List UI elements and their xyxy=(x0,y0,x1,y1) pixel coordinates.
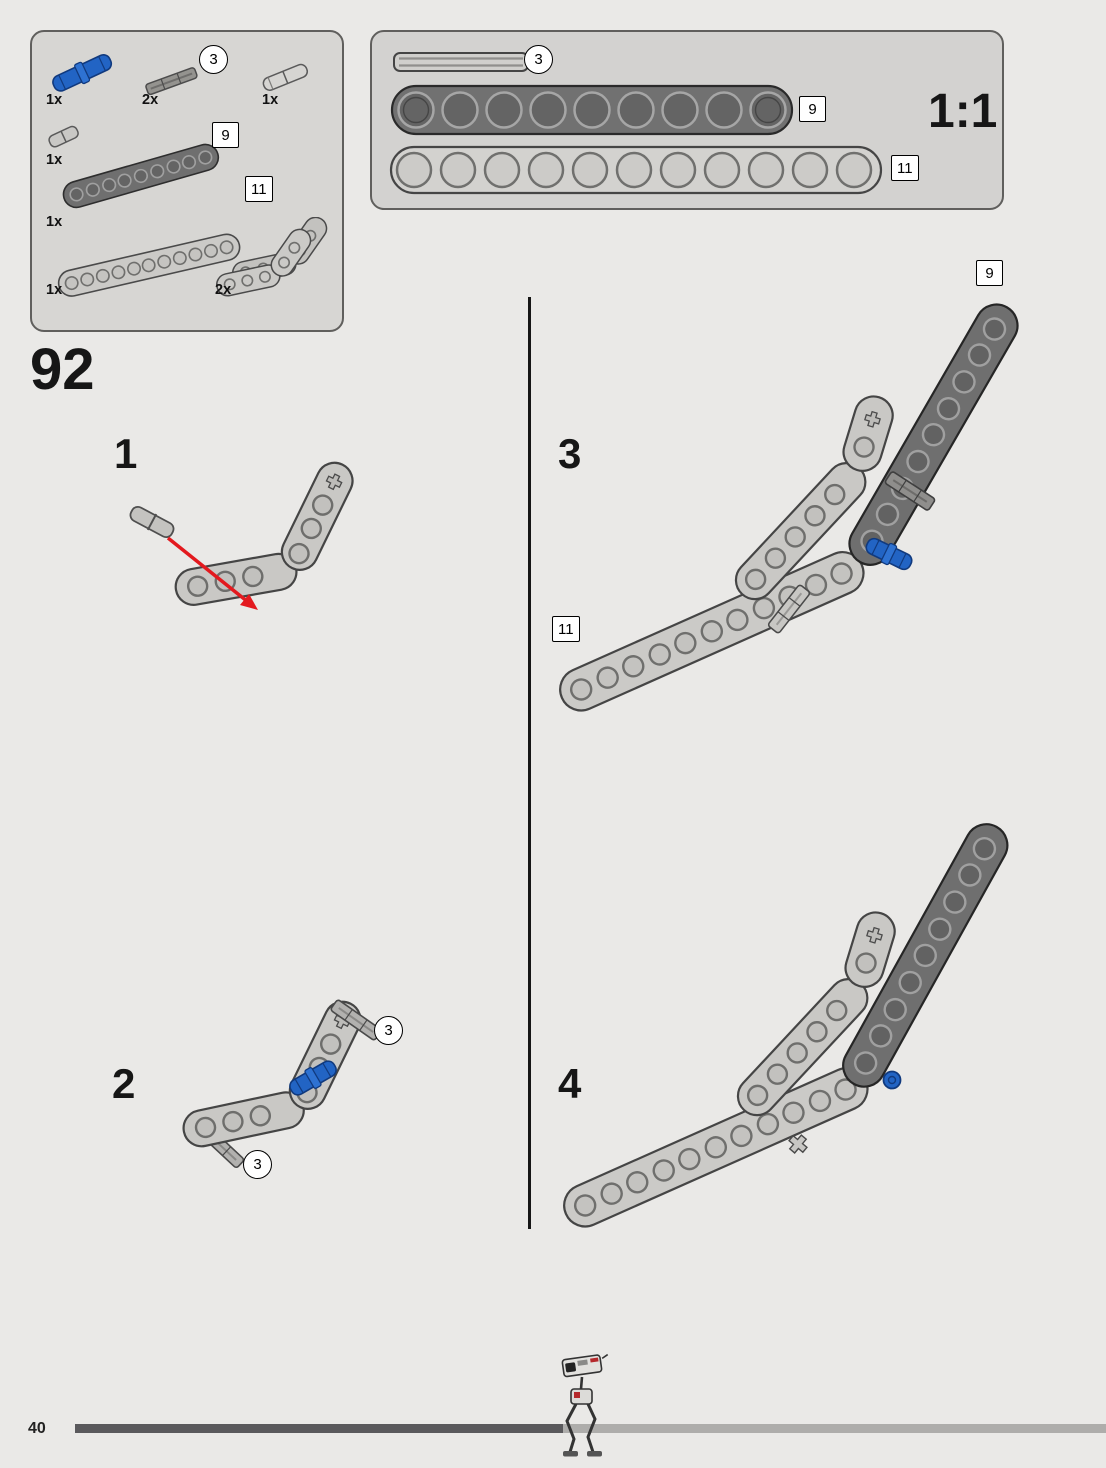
blue-pin-end-illustration xyxy=(882,1070,902,1090)
callout-beam-9: 9 xyxy=(976,260,1003,286)
qty-label: 1x xyxy=(262,92,279,108)
bent-beam-illustration xyxy=(734,395,894,601)
scale-beam-11-illustration xyxy=(389,145,883,195)
progress-bar-filled xyxy=(75,1424,563,1433)
parts-callout-box: 1x 3 2x 1x 1x xyxy=(30,30,344,332)
blue-pin-illustration xyxy=(289,1060,337,1096)
substep-1-illustration xyxy=(129,461,354,610)
callout-axle-top: 3 xyxy=(374,1016,403,1045)
scale-axle-illustration xyxy=(393,52,529,72)
pin-illustration xyxy=(129,505,175,539)
blue-pin-illustration xyxy=(865,537,913,571)
qty-label: 1x xyxy=(46,92,63,108)
callout-label: 9 xyxy=(221,126,230,144)
scale-1to1-box: 3 9 1:1 11 xyxy=(370,30,1004,210)
qty-label: 1x xyxy=(46,214,63,230)
callout-beam-11: 11 xyxy=(245,176,273,202)
callout-beam-9: 9 xyxy=(212,122,239,148)
part-axle-3-illustration xyxy=(145,67,198,96)
progress-bar xyxy=(75,1424,1106,1433)
callout-label: 9 xyxy=(985,264,994,282)
progress-bar-remaining xyxy=(563,1424,1106,1433)
page-number: 40 xyxy=(28,1420,46,1437)
scale-beam-9-illustration xyxy=(390,84,794,136)
column-divider xyxy=(528,297,531,1229)
substep-3-illustration xyxy=(559,303,1019,712)
beam-11-illustration xyxy=(563,1067,869,1228)
substep-4-number: 4 xyxy=(558,1060,582,1107)
substep-2-illustration xyxy=(182,999,382,1169)
callout-label: 11 xyxy=(897,159,913,177)
bd1-droid-illustration xyxy=(561,1353,609,1457)
substep-4-illustration xyxy=(563,823,1009,1228)
callout-label: 3 xyxy=(209,51,218,68)
beam-11-illustration xyxy=(559,551,865,712)
callout-axle-bottom: 3 xyxy=(243,1150,272,1179)
scale-label: 1:1 xyxy=(928,85,998,138)
qty-label: 2x xyxy=(215,282,232,298)
part-pin-2l-illustration xyxy=(262,63,309,91)
callout-beam-11: 11 xyxy=(552,616,580,642)
callout-axle-3: 3 xyxy=(524,45,553,74)
part-pin-1l-illustration xyxy=(48,125,79,148)
bent-beam-illustration xyxy=(182,1000,362,1148)
callout-label: 11 xyxy=(251,180,267,198)
bent-beam-illustration xyxy=(174,461,354,606)
callout-label: 3 xyxy=(534,51,543,68)
insert-arrow xyxy=(166,536,258,610)
part-beam-11-light-illustration xyxy=(57,233,241,297)
callout-label: 11 xyxy=(558,620,574,638)
axle-illustration xyxy=(767,584,811,634)
substep-3-number: 3 xyxy=(558,430,582,477)
substep-2-number: 2 xyxy=(112,1060,136,1107)
qty-label: 1x xyxy=(46,152,63,168)
callout-label: 9 xyxy=(808,100,817,118)
bent-beam-illustration xyxy=(736,911,896,1117)
callout-beam-11: 11 xyxy=(891,155,919,181)
axle-cross-illustration xyxy=(788,1134,808,1154)
callout-beam-9: 9 xyxy=(799,96,826,122)
substep-1-number: 1 xyxy=(114,430,138,477)
part-beam-9-dark-illustration xyxy=(62,143,220,209)
callout-axle-3: 3 xyxy=(199,45,228,74)
part-pin-3l-blue-illustration xyxy=(52,54,113,92)
callout-label: 3 xyxy=(253,1156,262,1173)
beam-9-dark-illustration xyxy=(842,823,1009,1088)
qty-label: 2x xyxy=(142,92,159,108)
page-step-number: 92 xyxy=(30,337,95,402)
part-beam-bent-illustration xyxy=(216,217,328,297)
callout-label: 3 xyxy=(384,1022,393,1039)
axle-illustration xyxy=(884,471,936,511)
qty-label: 1x xyxy=(46,282,63,298)
